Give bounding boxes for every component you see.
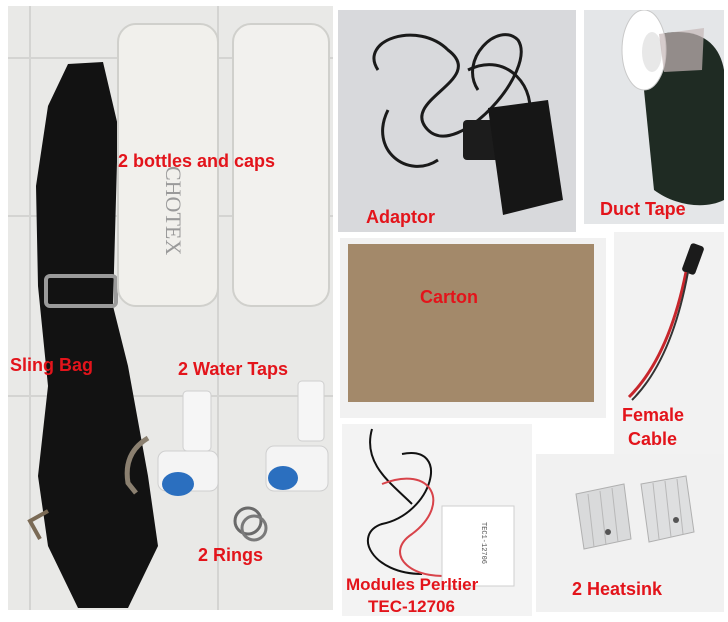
label-modules-line2: TEC-12706 bbox=[368, 597, 455, 616]
carton-sheet-shape bbox=[348, 244, 594, 402]
peltier-module-drawing: TEC1-12706 bbox=[366, 428, 515, 587]
label-female-cable-line1: Female bbox=[622, 405, 685, 425]
heatsink-drawing bbox=[575, 475, 695, 550]
heatsink-shape bbox=[640, 475, 695, 543]
label-carton: Carton bbox=[420, 287, 478, 307]
svg-text:TEC1-12706: TEC1-12706 bbox=[479, 522, 487, 564]
label-rings: 2 Rings bbox=[198, 545, 264, 565]
main-photo-drawing: CHOTEX bbox=[8, 6, 333, 610]
female-cable-drawing bbox=[627, 243, 704, 401]
duct-tape-drawing bbox=[621, 10, 724, 206]
peltier-plate-shape bbox=[441, 505, 515, 587]
adaptor-drawing bbox=[372, 33, 563, 215]
bottle-shape bbox=[232, 23, 330, 307]
main-photo: CHOTEX 2 bottles and caps Sling Bag 2 Wa… bbox=[8, 6, 333, 610]
label-sling-bag: Sling Bag bbox=[10, 355, 94, 375]
adaptor-photo: Adaptor bbox=[338, 10, 576, 232]
svg-text:CHOTEX: CHOTEX bbox=[161, 166, 186, 255]
female-cable-photo: Female Cable bbox=[614, 232, 724, 454]
carton-drawing bbox=[348, 244, 594, 402]
label-female-cable-line2: Cable bbox=[628, 429, 678, 449]
label-heatsink: 2 Heatsink bbox=[572, 579, 663, 599]
bottle-shape bbox=[117, 23, 219, 307]
duct-tape-photo: Duct Tape bbox=[584, 10, 724, 224]
heatsink-shape bbox=[575, 483, 632, 550]
label-bottles: 2 bottles and caps bbox=[118, 151, 276, 171]
heatsink-photo: 2 Heatsink bbox=[536, 454, 724, 612]
label-modules-line1: Modules Perltier bbox=[346, 575, 479, 594]
peltier-module-photo: TEC1-12706 Modules Perltier TEC-12706 bbox=[342, 424, 532, 616]
label-adaptor: Adaptor bbox=[366, 207, 435, 227]
water-tap-shape bbox=[265, 380, 329, 492]
label-water-taps: 2 Water Taps bbox=[178, 359, 289, 379]
label-duct-tape: Duct Tape bbox=[600, 199, 686, 219]
water-tap-shape bbox=[157, 390, 219, 496]
carton-photo: Carton bbox=[340, 238, 606, 418]
adaptor-body-shape bbox=[488, 100, 563, 215]
